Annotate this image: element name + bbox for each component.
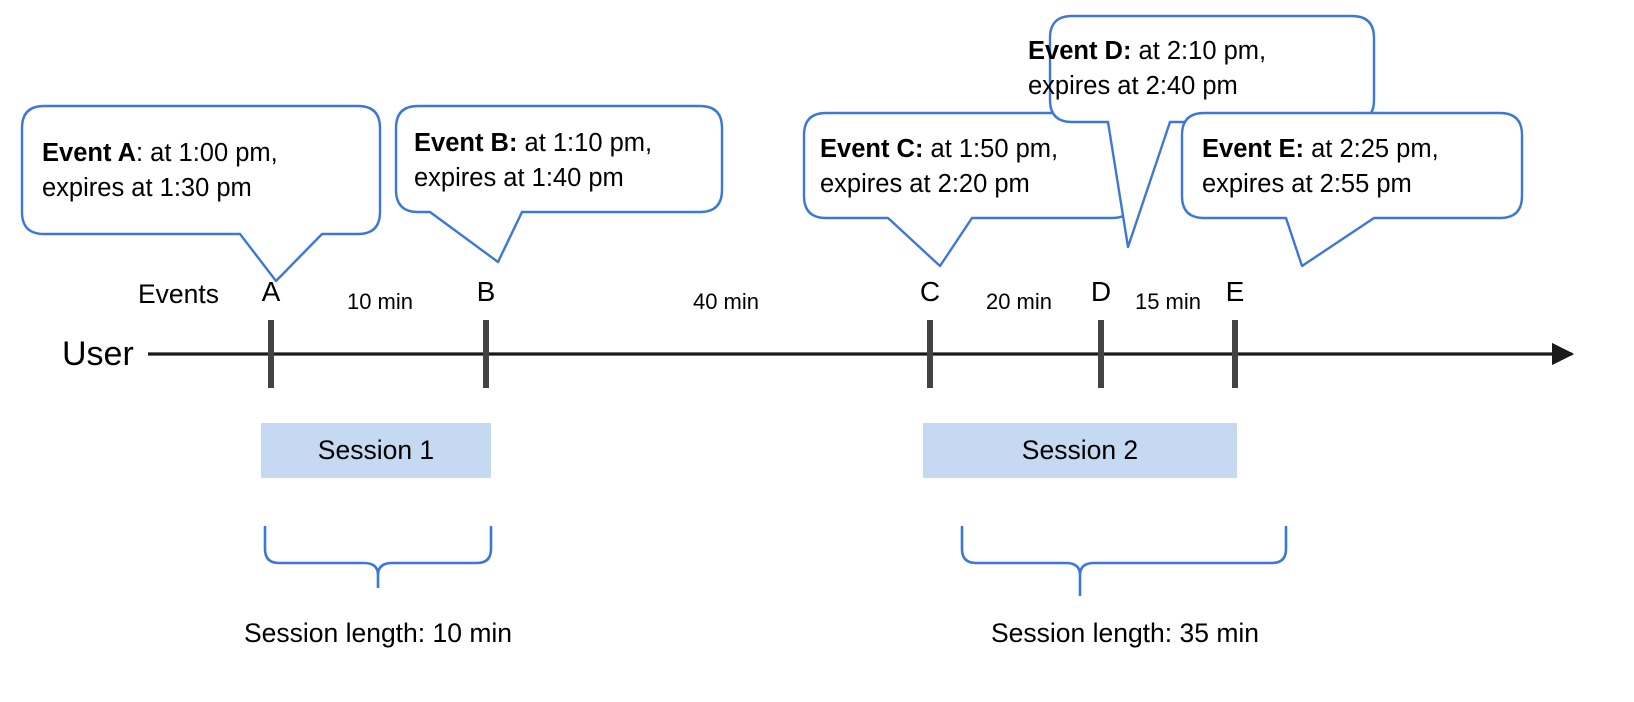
callout-a-line2: expires at 1:30 pm [42, 174, 252, 202]
session-bar-2: Session 2 [923, 423, 1237, 478]
events-label: Events [138, 279, 220, 309]
callout-e-rest: at 2:25 pm, [1304, 135, 1439, 163]
gap-label-d-e: 15 min [1134, 289, 1202, 314]
callout-c-bold: Event C: [820, 135, 924, 163]
event-label-b: B [476, 276, 496, 307]
gap-label-a-b: 10 min [346, 289, 414, 314]
callout-b-bold: Event B: [414, 129, 518, 157]
callout-c-line2: expires at 2:20 pm [820, 170, 1030, 198]
callout-e-text: Event E: at 2:25 pm, expires at 2:55 pm [1202, 132, 1439, 202]
event-label-e: E [1225, 276, 1245, 307]
gap-label-b-c: 40 min [692, 289, 760, 314]
callout-d-text: Event D: at 2:10 pm, expires at 2:40 pm [1028, 34, 1266, 104]
user-label: User [62, 335, 134, 373]
callout-a-rest: : at 1:00 pm, [136, 139, 278, 167]
callout-a-bold: Event A [42, 139, 136, 167]
session-1-length-label: Session length: 10 min [243, 618, 513, 648]
event-label-a: A [261, 276, 281, 307]
callout-d-rest: at 2:10 pm, [1131, 37, 1267, 65]
callout-b-line2: expires at 1:40 pm [414, 164, 624, 192]
session-2-length-label: Session length: 35 min [990, 618, 1260, 648]
event-label-c: C [919, 276, 941, 307]
gap-label-c-d: 20 min [985, 289, 1053, 314]
callout-d-line2: expires at 2:40 pm [1028, 72, 1238, 100]
callout-a-text: Event A: at 1:00 pm, expires at 1:30 pm [42, 136, 278, 206]
callout-c-text: Event C: at 1:50 pm, expires at 2:20 pm [820, 132, 1058, 202]
callout-e-line2: expires at 2:55 pm [1202, 170, 1412, 198]
callout-e-bold: Event E: [1202, 135, 1305, 163]
callout-c-rest: at 1:50 pm, [923, 135, 1059, 163]
callout-b-text: Event B: at 1:10 pm, expires at 1:40 pm [414, 126, 652, 196]
session-bar-1: Session 1 [261, 423, 491, 478]
session-1-brace [263, 525, 493, 588]
session-2-brace [960, 525, 1288, 596]
event-label-d: D [1090, 276, 1112, 307]
callout-b-rest: at 1:10 pm, [517, 129, 653, 157]
callout-d-bold: Event D: [1028, 37, 1132, 65]
